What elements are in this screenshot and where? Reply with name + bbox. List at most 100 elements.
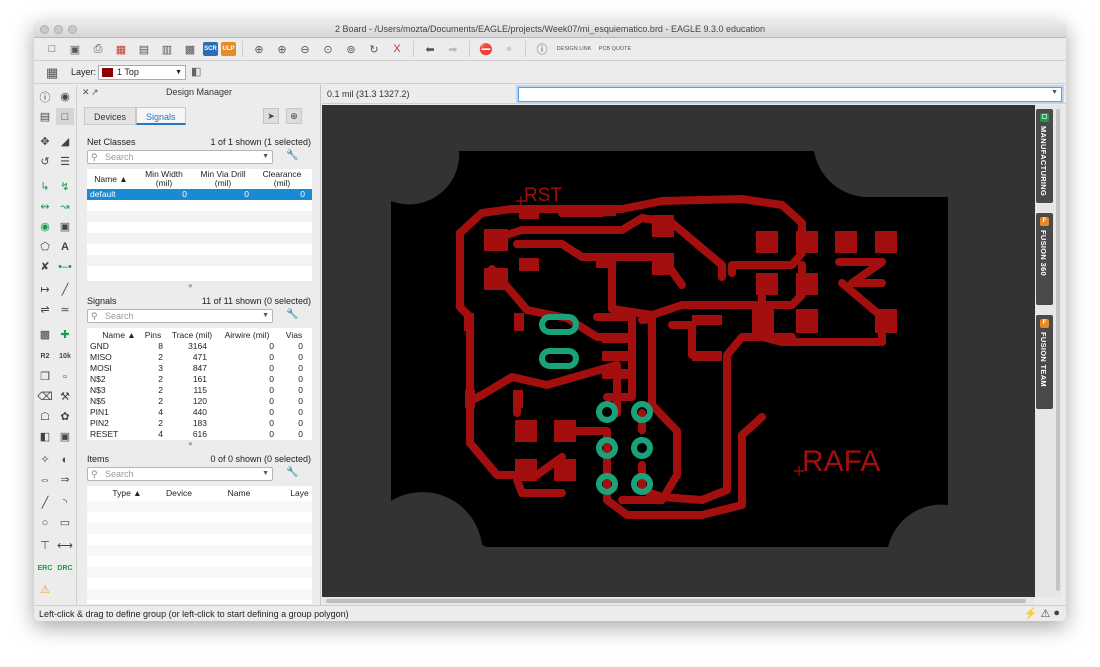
zoom-menu-icon[interactable]: ⊚ — [346, 43, 356, 56]
column-header-vias[interactable]: Vias — [285, 330, 303, 340]
autorouter-icon[interactable]: ↭ — [40, 201, 50, 213]
select-cursor-icon[interactable]: ➤ — [263, 108, 279, 124]
wrench-icon[interactable]: 🔧 — [286, 150, 299, 161]
run-script-icon[interactable]: SCR — [203, 42, 218, 56]
fusion-team-tab[interactable]: F FUSION TEAM — [1036, 315, 1053, 409]
copy-icon[interactable]: ❐ — [40, 371, 50, 383]
meander-icon[interactable]: ↝ — [60, 201, 70, 213]
signals-search-input[interactable]: ⚲ Search ▼ — [87, 309, 273, 323]
go-icon[interactable]: ● — [505, 43, 513, 55]
slice-icon[interactable]: ⇔ — [39, 473, 51, 486]
vertical-scrollbar[interactable] — [1054, 105, 1062, 597]
undo-icon[interactable]: ⬅ — [425, 43, 435, 56]
print-icon[interactable]: ⎙ — [93, 42, 103, 55]
ratsnest-icon[interactable]: Χ — [393, 43, 401, 55]
horizontal-scrollbar[interactable] — [322, 597, 1035, 605]
delete-icon[interactable]: ⌫ — [37, 391, 53, 403]
scroll-thumb[interactable] — [1056, 109, 1060, 591]
zoom-out-icon[interactable]: ⊖ — [300, 43, 310, 56]
minimize-window-button[interactable] — [54, 25, 63, 34]
add-icon[interactable]: ✚ — [60, 329, 70, 341]
column-header-min-width[interactable]: Min Width (mil) — [145, 169, 183, 188]
paste-icon[interactable]: ▫ — [63, 370, 67, 383]
zoom-to-selection-icon[interactable]: ⊕ — [286, 108, 302, 124]
dimension-icon[interactable]: ⟷ — [57, 540, 73, 552]
column-header-layer[interactable]: Laye — [290, 488, 309, 498]
new-file-icon[interactable]: □ — [48, 43, 56, 55]
rotate-icon[interactable]: ↺ — [40, 156, 50, 168]
column-header-name[interactable]: Name ▲ — [94, 174, 128, 184]
layers-icon[interactable]: ▤ — [39, 111, 51, 123]
ripup-icon[interactable]: ↯ — [60, 181, 70, 193]
mark-icon[interactable]: ⊤ — [40, 540, 50, 552]
lightning-icon[interactable]: ⚡ — [1023, 608, 1038, 620]
route-icon[interactable]: ↳ — [40, 181, 50, 193]
pcb-quote-button[interactable]: PCB QUOTE — [596, 40, 634, 58]
gateswap-icon[interactable]: ✿ — [60, 411, 70, 423]
cam-processor-icon[interactable]: ▤ — [138, 43, 150, 56]
stop-icon[interactable]: ⛔ — [479, 43, 493, 56]
circle-icon[interactable]: ○ — [41, 516, 49, 529]
grid-icon[interactable]: ▦ — [46, 65, 59, 80]
zoom-select-icon[interactable]: ⊙ — [323, 43, 333, 56]
split-group-icon[interactable]: ◐ — [61, 453, 69, 466]
column-header-pins[interactable]: Pins — [144, 330, 162, 340]
stop-status-icon[interactable]: ● — [1053, 607, 1060, 619]
value-icon[interactable]: 10k — [59, 353, 71, 360]
panel-splitter[interactable]: ● — [188, 439, 193, 448]
column-header-clearance[interactable]: Clearance (mil) — [262, 169, 302, 188]
alert-icon[interactable]: ⚠ — [1040, 608, 1051, 620]
drc-icon[interactable]: DRC — [57, 565, 73, 572]
help-icon[interactable]: ⓘ — [536, 44, 548, 56]
column-header-name[interactable]: Name ▲ — [102, 330, 136, 340]
lock-icon[interactable]: ▣ — [59, 431, 71, 443]
erc-icon[interactable]: ERC — [37, 565, 53, 572]
warning-icon[interactable]: ⚠ — [40, 584, 50, 596]
column-header-min-via-drill[interactable]: Min Via Drill (mil) — [200, 169, 246, 188]
hole-icon[interactable]: ▣ — [59, 221, 71, 233]
tab-devices[interactable]: Devices — [84, 107, 137, 125]
group-select-icon[interactable]: □ — [56, 108, 74, 125]
zoom-fit-icon[interactable]: ⊕ — [254, 43, 264, 56]
signal-icon[interactable]: •–• — [58, 260, 72, 273]
move-icon[interactable]: ✥ — [40, 136, 50, 148]
name-icon[interactable]: R2 — [40, 353, 50, 360]
panel-splitter[interactable]: ● — [188, 281, 193, 290]
close-icon[interactable]: ✕ — [82, 87, 90, 97]
export-icon[interactable]: ▥ — [161, 43, 173, 56]
tag-icon[interactable]: ◧ — [191, 66, 202, 78]
miter-icon[interactable]: ⇌ — [40, 304, 50, 316]
change-icon[interactable]: ⚒ — [60, 391, 70, 403]
tab-signals[interactable]: Signals — [136, 107, 186, 125]
net-classes-search-input[interactable]: ⚲ Search ▼ — [87, 150, 273, 164]
smash-icon[interactable]: ≃ — [60, 304, 70, 316]
show-icon[interactable]: ◉ — [60, 91, 70, 103]
optimize-icon[interactable]: ↦ — [40, 284, 50, 296]
redraw-icon[interactable]: ↻ — [369, 43, 379, 56]
undock-icon[interactable]: ↗ — [91, 87, 99, 97]
wrench-icon[interactable]: 🔧 — [286, 467, 299, 478]
pinswap-icon[interactable]: ☖ — [40, 411, 50, 423]
wire-icon[interactable]: ╱ — [41, 497, 49, 509]
board-canvas[interactable]: RST RAFA — [322, 105, 1035, 597]
library-icon[interactable]: ▩ — [184, 43, 196, 56]
line-draw-icon[interactable]: ╱ — [61, 284, 69, 296]
design-link-button[interactable]: DESIGN LINK — [555, 40, 593, 58]
fusion-360-tab[interactable]: F FUSION 360 — [1036, 213, 1053, 305]
split-icon[interactable]: ✘ — [40, 261, 50, 273]
text-icon[interactable]: A — [61, 240, 69, 253]
column-header-device[interactable]: Device — [166, 488, 192, 498]
align-icon[interactable]: ☰ — [60, 156, 70, 168]
mirror-icon[interactable]: ◢ — [60, 136, 70, 148]
save-icon[interactable]: ▣ — [69, 43, 81, 56]
column-header-name[interactable]: Name — [227, 488, 251, 498]
command-line-input[interactable]: ▼ — [518, 87, 1062, 102]
layer-select[interactable]: 1 Top ▼ — [98, 65, 186, 80]
